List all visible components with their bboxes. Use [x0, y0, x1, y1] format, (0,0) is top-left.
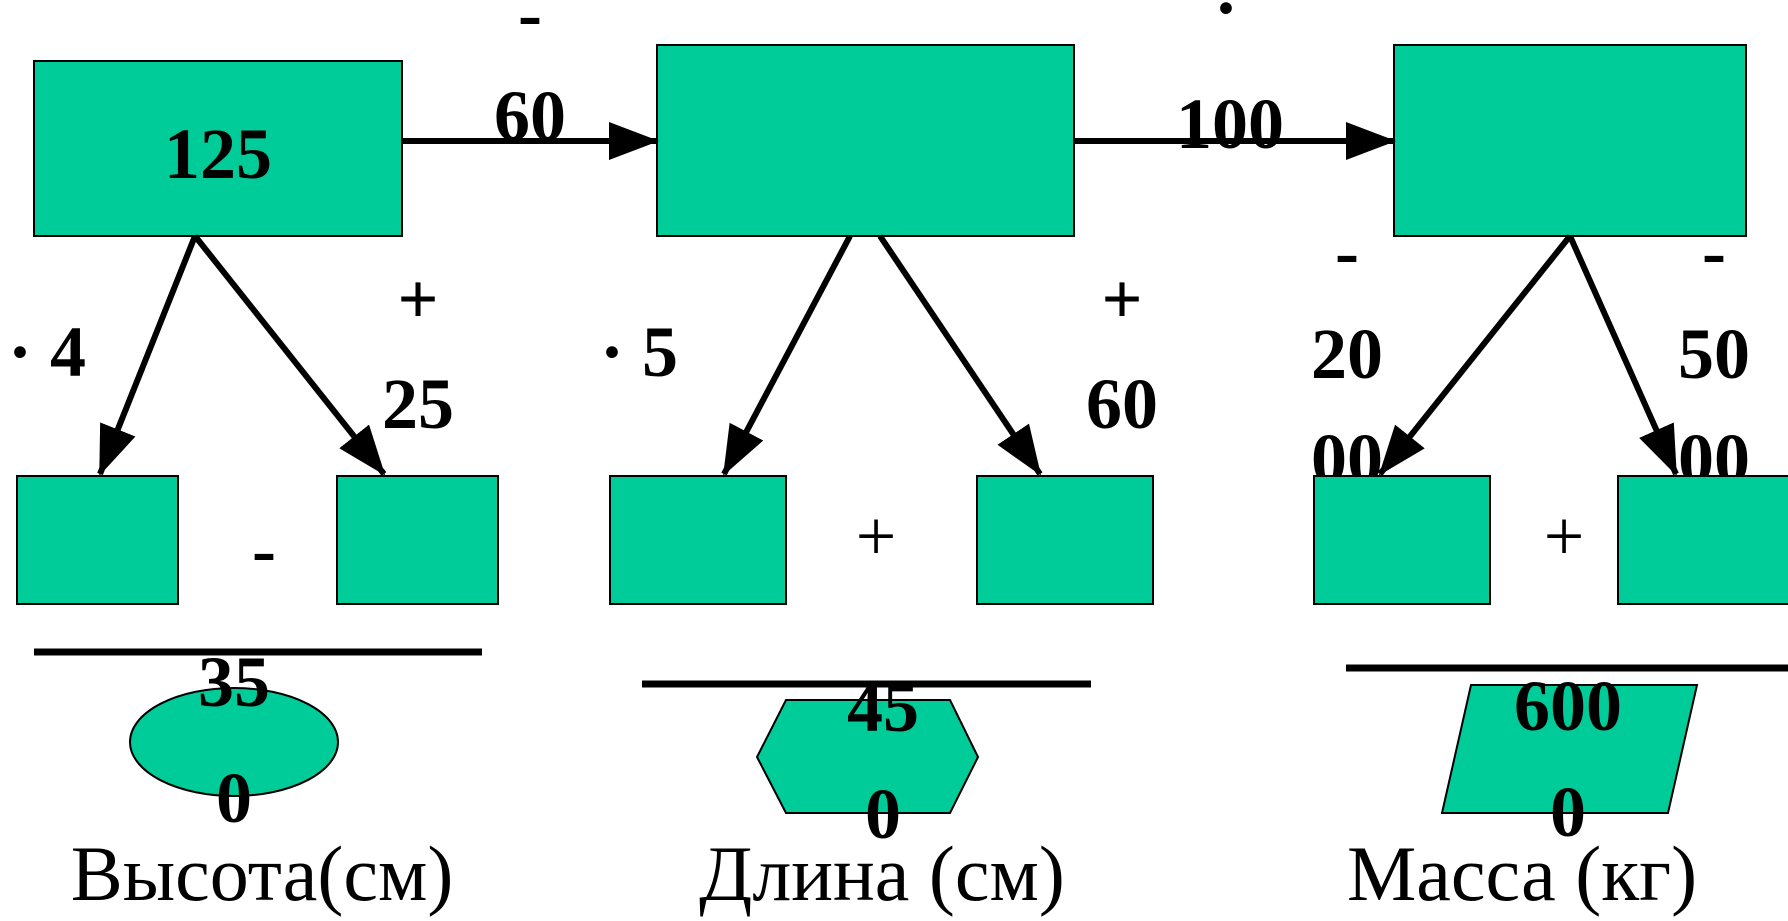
height-box-left — [16, 475, 179, 605]
op-dot-4: · 4 — [8, 312, 86, 392]
top-box-3 — [1393, 44, 1747, 237]
op-plus-25-sign: + — [397, 259, 438, 339]
op-minus-5000-line1: 50 — [1678, 314, 1750, 394]
op-dot-100-sign: · — [1214, 0, 1238, 48]
arrow-box1-right — [192, 234, 387, 476]
op-plus-25-num: 25 — [382, 364, 454, 444]
result-mass-line1: 600 — [1514, 666, 1622, 746]
result-parallelogram-mass — [1440, 684, 1699, 814]
caption-length: Длина (см) — [699, 830, 1065, 917]
op-minus-2000-line1: 20 — [1311, 314, 1383, 394]
result-ellipse-height — [129, 687, 339, 797]
caption-mass: Масса (кг) — [1347, 830, 1697, 917]
mass-box-left — [1313, 475, 1491, 605]
op-minus-60-sign: - — [518, 0, 542, 54]
length-box-left — [609, 475, 787, 605]
length-box-right — [976, 475, 1154, 605]
result-length-line1: 45 — [847, 667, 919, 747]
combine-sign-height: - — [252, 510, 276, 590]
op-minus-60-num: 60 — [494, 76, 566, 156]
op-dot-5: · 5 — [600, 312, 678, 392]
caption-height: Высота(см) — [71, 830, 454, 917]
op-minus-5000-sign: - — [1702, 212, 1726, 292]
op-plus-60-sign: + — [1101, 259, 1142, 339]
result-length-line2: 0 — [865, 774, 901, 854]
top-box-1-value: 125 — [164, 114, 272, 194]
result-height-line2: 0 — [216, 758, 252, 838]
combine-sign-mass: + — [1544, 496, 1585, 576]
arrow-box1-left — [97, 234, 198, 476]
arrow-box3-left — [1377, 234, 1573, 476]
top-box-1 — [33, 60, 403, 237]
result-height-line1: 35 — [198, 642, 270, 722]
arrow-box3-right — [1567, 234, 1679, 476]
height-box-right — [336, 475, 499, 605]
arrow-box2-right — [877, 234, 1043, 476]
op-plus-60-num: 60 — [1086, 364, 1158, 444]
top-box-2 — [656, 44, 1075, 237]
arrow-box2-left — [721, 234, 853, 476]
op-minus-2000-sign: - — [1335, 212, 1359, 292]
result-hexagon-length — [755, 699, 980, 814]
combine-sign-length: + — [856, 496, 897, 576]
op-dot-100-num: 100 — [1176, 84, 1284, 164]
result-mass-line2: 0 — [1550, 772, 1586, 852]
mass-box-right — [1617, 475, 1788, 605]
